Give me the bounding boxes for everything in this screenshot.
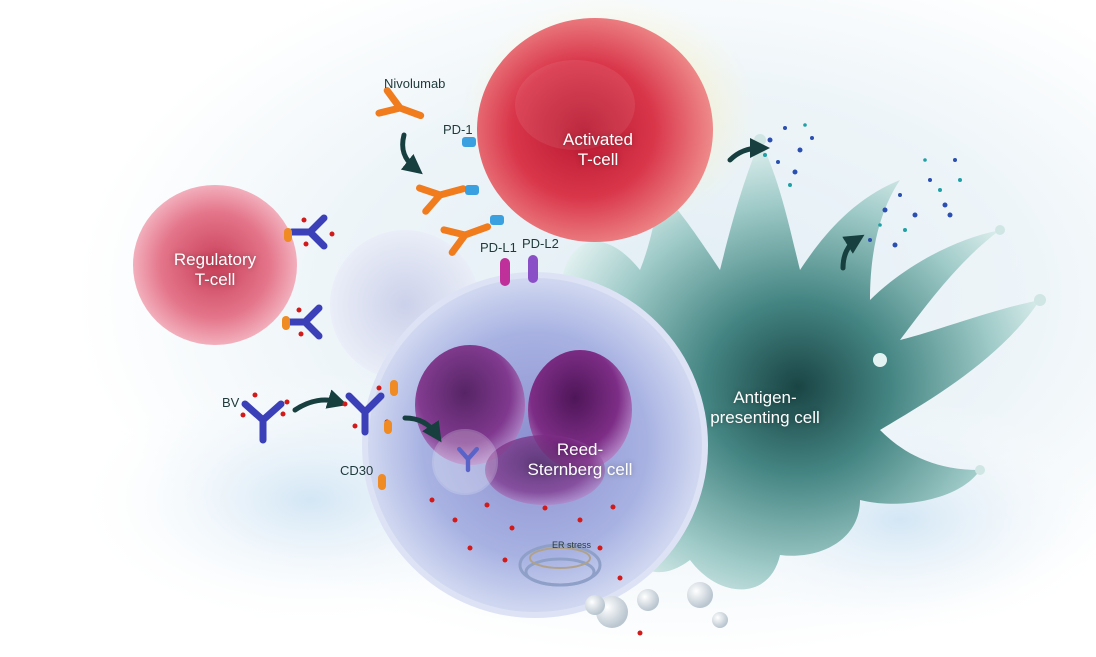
reed-sternberg-label-line1: Reed- [556, 440, 604, 459]
nivolumab-arrow [400, 132, 423, 175]
regulatory-t-cell [133, 185, 297, 345]
nivolumab-label: Nivolumab [384, 76, 446, 91]
cd30-receptors [282, 228, 398, 490]
nivolumab-bound-icon-1 [416, 184, 467, 215]
activated-tcell-label: Activated T-cell [550, 130, 646, 170]
activated-tcell-label-line2: T-cell [577, 150, 619, 169]
cytokine-particles [763, 123, 962, 248]
regulatory-tcell-label-line2: T-cell [194, 270, 236, 289]
activated-tcell-label-line1: Activated [563, 130, 633, 149]
nivolumab-free-icon [375, 87, 425, 120]
membrane-blebs [585, 582, 728, 628]
pdl2-ligand-icon [528, 255, 538, 283]
bv-label: BV [222, 395, 240, 410]
bv-free-icon [240, 392, 290, 444]
reed-sternberg-label: Reed- Sternberg cell [520, 440, 640, 480]
pd1-label: PD-1 [443, 122, 473, 137]
endosome [432, 429, 498, 495]
nivolumab-bound-icon-2 [440, 223, 492, 256]
bv-bound-icon [342, 385, 390, 436]
reed-sternberg-cell [362, 272, 728, 636]
apc-label-line1: Antigen- [733, 388, 797, 407]
cytokine-release-arrow-1 [727, 138, 770, 163]
nucleus [415, 345, 632, 505]
regulatory-tcell-label-line1: Regulatory [173, 250, 257, 269]
er-stress-organelle [518, 543, 602, 587]
cd30-label: CD30 [340, 463, 374, 478]
pd1-receptors [462, 137, 504, 225]
cytokine-release-arrow-2 [840, 234, 865, 271]
treg-bv-icon-2 [283, 304, 323, 340]
reed-sternberg-label-line2: Sternberg cell [527, 460, 633, 479]
apc-label: Antigen- presenting cell [700, 388, 830, 428]
pdl1-ligand-icon [500, 258, 510, 286]
pdl1-label: PD-L1 [480, 240, 517, 255]
nivolumab-antibodies [375, 87, 492, 256]
pdl2-label: PD-L2 [522, 236, 559, 251]
treg-bv-icon-1 [288, 214, 335, 250]
bv-antibodies [240, 214, 390, 444]
cd30-receptor-icon [378, 474, 386, 490]
bv-binding-arrow [292, 389, 348, 413]
er-stress-label: ER stress [552, 540, 592, 550]
pd1-receptor-icon [462, 137, 476, 147]
bv-internalization-arrow [402, 415, 442, 443]
internalized-bv-icon [456, 446, 480, 473]
regulatory-tcell-label: Regulatory T-cell [160, 250, 270, 290]
activated-t-cell [460, 0, 760, 242]
apc-label-line2: presenting cell [710, 408, 820, 427]
arrows [292, 132, 865, 443]
pd-ligands [500, 255, 538, 286]
